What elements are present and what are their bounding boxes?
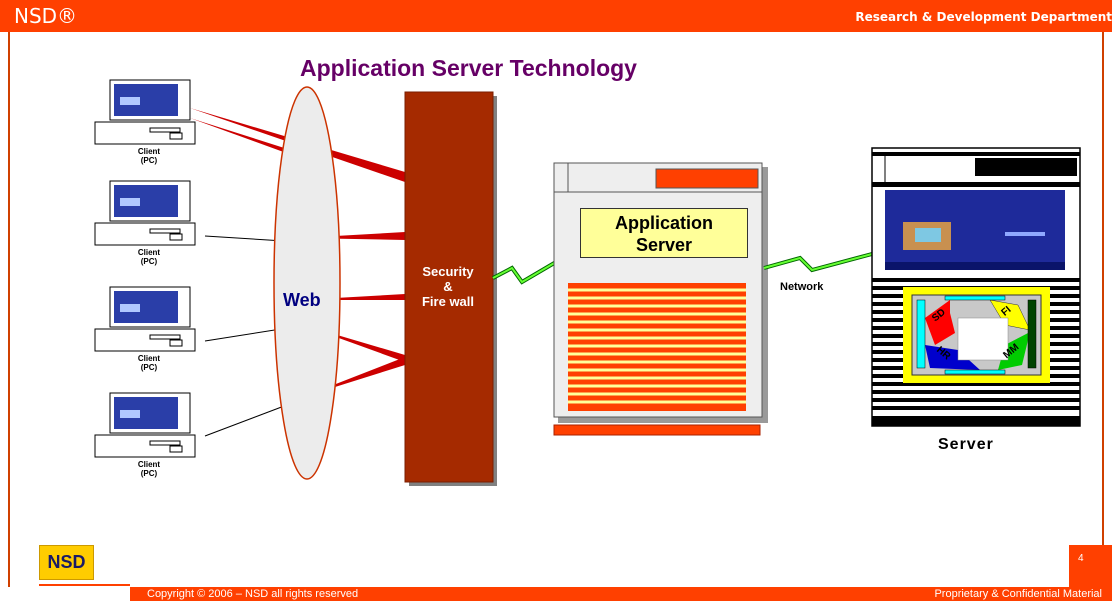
client-pc-4 [94,392,196,458]
department-name: Research & Development Department [855,10,1112,24]
client-pc-2 [94,180,196,246]
client-pc-3 [94,286,196,352]
confidential-text: Proprietary & Confidential Material [934,588,1102,600]
app-server-label-line2: Server [635,235,693,255]
firewall-wall [404,91,494,483]
page-number: 4 [1078,553,1084,564]
client-label-sub: (PC) [140,469,158,478]
module-sd [925,300,955,345]
client-pc-1 [94,79,196,145]
slide-title: Application Server Technology [300,55,637,81]
footer-bar [130,587,1112,601]
client-label-3: Client(PC) [119,354,179,372]
header-bar: NSD® Research & Development Department [0,0,1112,32]
firewall-label-line1: Security [422,264,474,279]
app-server-label: Application Server [580,208,748,258]
firewall-label-line3: Fire wall [421,294,475,309]
client-label-text: Client [137,147,161,156]
nsd-logo: NSD [39,545,94,580]
firewall-label-line2: & [443,279,453,294]
client-label-sub: (PC) [140,156,158,165]
link-client-1b [190,118,300,158]
link-app-server [763,253,873,272]
client-label-1: Client(PC) [119,147,179,165]
client-label-text: Client [137,248,161,257]
client-label-sub: (PC) [140,257,158,266]
firewall-label: Security & Fire wall [406,264,490,309]
server-label: Server [938,436,994,453]
app-server-label-line1: Application [615,213,713,233]
module-hr [925,345,980,370]
link-fw-app [492,261,557,284]
network-label: Network [780,281,824,293]
app-server-panel [655,168,759,189]
footer-divider [39,584,130,586]
app-server-grille-lines [568,288,746,404]
server-panel [975,158,1077,176]
client-label-sub: (PC) [140,363,158,372]
client-label-2: Client(PC) [119,248,179,266]
web-ellipse [273,86,341,480]
copyright-text: Copyright © 2006 – NSD all rights reserv… [147,588,359,600]
web-label: Web [283,290,321,310]
client-label-4: Client(PC) [119,460,179,478]
client-label-text: Client [137,460,161,469]
module-mm [998,332,1030,370]
client-label-text: Client [137,354,161,363]
app-server-base [553,424,761,436]
brand-name: NSD® [14,4,78,28]
slide-frame [8,32,1104,587]
